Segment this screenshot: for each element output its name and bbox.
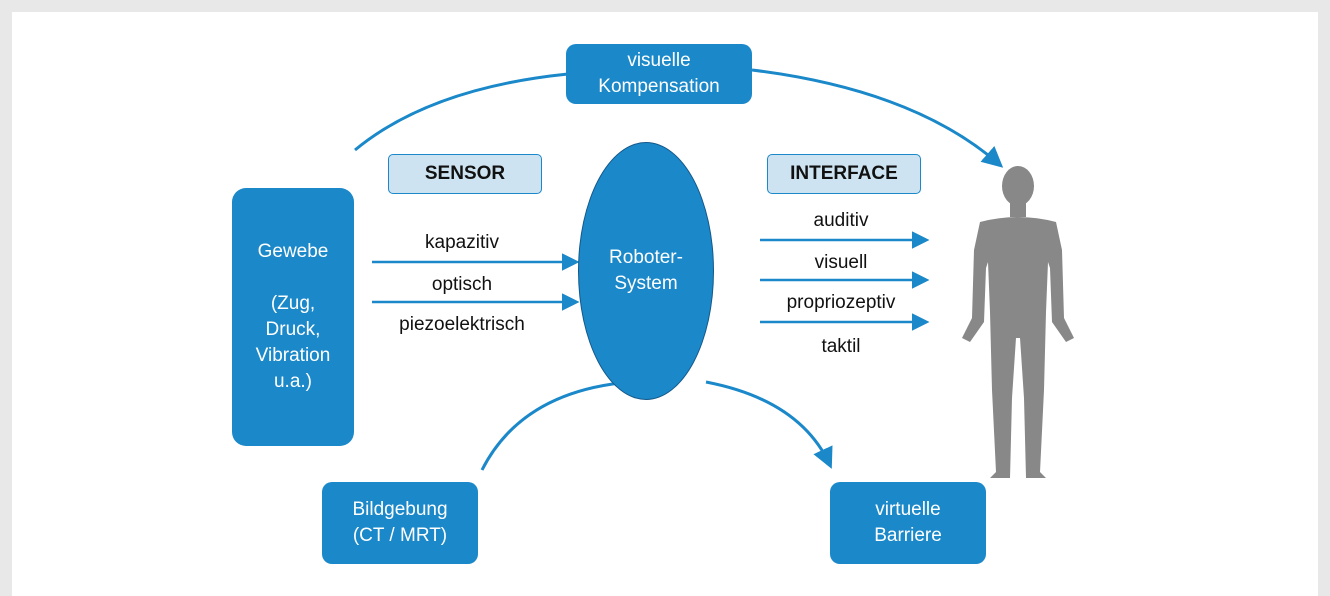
- sensor-type-label: optisch: [431, 274, 493, 295]
- arc-visual-compensation-to-human: [751, 68, 1004, 168]
- sensor-type-label: piezoelektrisch: [399, 314, 525, 335]
- imaging-box: Bildgebung (CT / MRT): [322, 482, 478, 564]
- arc-imaging-to-robot: [480, 381, 621, 471]
- robot-system-oval: Roboter- System: [578, 142, 714, 400]
- interface-type-label: visuell: [814, 252, 868, 273]
- sensor-type-label: kapazitiv: [425, 232, 499, 253]
- arc-robot-to-virtual-barrier: [705, 380, 833, 469]
- visual-compensation-box: visuelle Kompensation: [566, 44, 752, 104]
- interface-type-label: auditiv: [813, 210, 869, 231]
- interface-type-label: propriozeptiv: [786, 292, 896, 313]
- interface-type-label: taktil: [821, 336, 861, 357]
- arc-tissue-to-visual-compensation: [354, 72, 569, 152]
- sensor-header: SENSOR: [388, 154, 542, 194]
- interface-header: INTERFACE: [767, 154, 921, 194]
- virtual-barrier-box: virtuelle Barriere: [830, 482, 986, 564]
- tissue-box: Gewebe (Zug, Druck, Vibration u.a.): [232, 188, 354, 446]
